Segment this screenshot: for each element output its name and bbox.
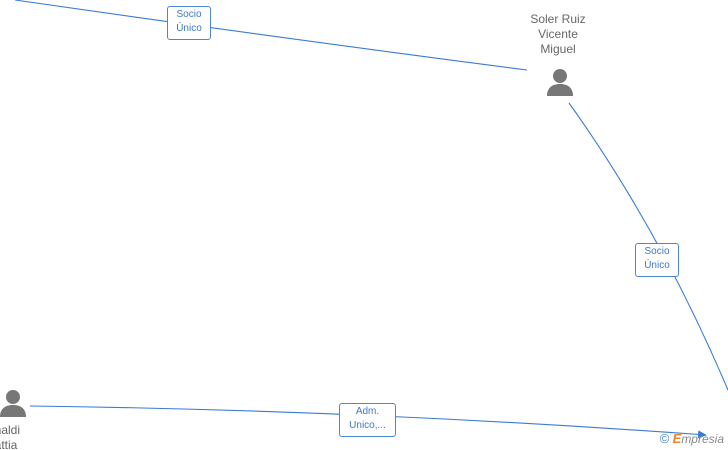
copyright-icon: © <box>659 431 670 446</box>
edge-line-top <box>14 0 528 71</box>
edge-line-right <box>568 102 728 391</box>
brand-initial: E <box>672 431 682 446</box>
person-icon[interactable] <box>0 388 28 418</box>
person-icon[interactable] <box>545 67 575 97</box>
empresia-watermark: © Empresia <box>660 431 724 446</box>
edge-label-bottom[interactable]: Adm. Unico,... <box>339 403 396 437</box>
node-label-soler[interactable]: Soler Ruiz Vicente Miguel <box>530 12 586 56</box>
brand-rest: mpresia <box>681 432 724 446</box>
edge-label-top[interactable]: Socio Único <box>167 6 211 40</box>
edge-label-right[interactable]: Socio Único <box>635 243 679 277</box>
node-label-rinaldi[interactable]: inaldi lattia <box>0 423 21 450</box>
